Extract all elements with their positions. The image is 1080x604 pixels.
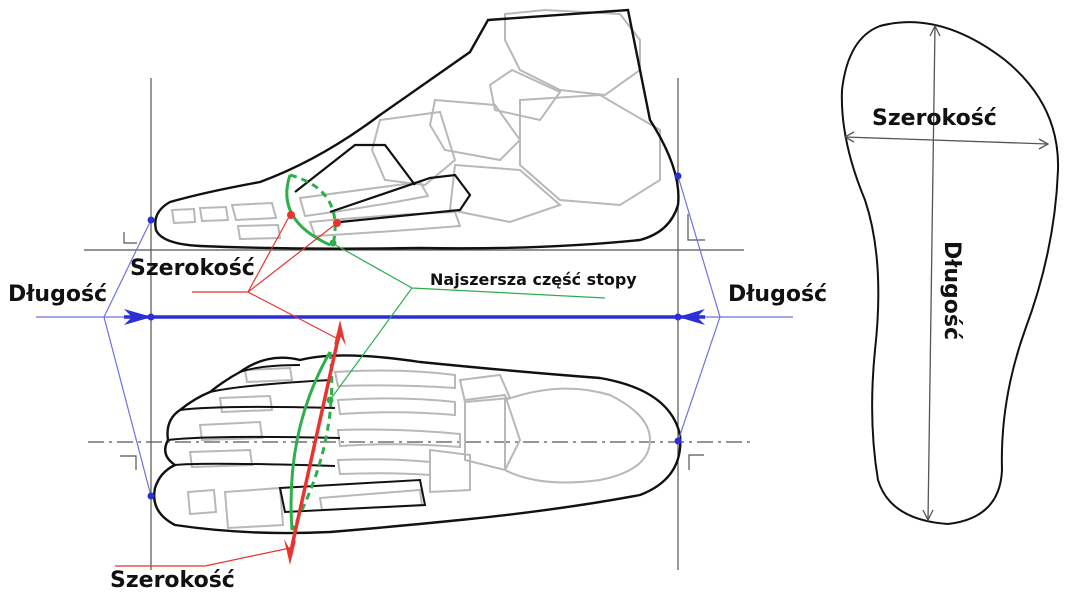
insole-length-line (927, 25, 936, 521)
width-leader-top (192, 214, 341, 341)
length-guide-right (677, 175, 721, 442)
widest-arc-sole (289, 351, 332, 531)
length-point-mid-right (674, 313, 682, 321)
corner-mark-top-right (687, 214, 705, 241)
guide-lines (84, 78, 750, 570)
widest-point-side (329, 239, 337, 247)
length-point-top-left (147, 216, 155, 224)
foot-sole-outline (153, 354, 682, 535)
length-arrowhead-right (678, 309, 705, 325)
width-point-side-2 (333, 219, 341, 227)
insole-length-arrow-top (929, 24, 941, 37)
foot-sole-bones (186, 366, 652, 530)
foot-sole-view (153, 354, 682, 535)
label-insole-length: Długość (939, 240, 965, 341)
width-measure (115, 211, 346, 567)
label-length-right: Długość (728, 282, 828, 307)
foot-side-outline (154, 8, 680, 250)
corner-mark-top-left (123, 232, 137, 244)
foot-side-bones (170, 8, 661, 241)
widest-part-measure (285, 173, 606, 531)
length-arrowhead-left (124, 309, 152, 325)
insole-outline (840, 21, 1060, 526)
insole-length-arrow-bottom (922, 509, 934, 522)
label-widest-part: Najszersza część stopy (430, 270, 637, 289)
length-point-bottom-right (674, 437, 682, 445)
width-arrowhead-top (334, 320, 346, 346)
insole-view (840, 21, 1060, 526)
widest-leader (329, 242, 606, 401)
width-leader-bottom (115, 547, 291, 567)
label-insole-width: Szerokość (872, 106, 997, 131)
corner-mark-bottom-left (120, 455, 137, 470)
label-width-top: Szerokość (130, 256, 255, 281)
width-point-side-1 (287, 211, 295, 219)
widest-arc-sole-dashed (290, 351, 334, 531)
label-length-left: Długość (8, 282, 108, 307)
foot-sole-toes (167, 364, 427, 514)
width-red-line (288, 329, 342, 556)
insole-width-arrow-right (1038, 138, 1050, 150)
foot-side-view (154, 8, 680, 250)
foot-side-toe-divider (294, 143, 472, 224)
widest-point-sole (326, 396, 334, 404)
length-point-top-right (674, 172, 682, 180)
length-point-bottom-left (147, 492, 155, 500)
length-measure (36, 172, 793, 500)
length-guide-left (103, 219, 152, 497)
corner-mark-bottom-right (688, 454, 704, 470)
insole-width-arrow-left (843, 131, 855, 143)
insole-width-line (844, 136, 1049, 145)
length-point-mid-left (147, 313, 155, 321)
width-arrowhead-bottom (284, 539, 296, 565)
label-width-bottom: Szerokość (110, 568, 235, 593)
widest-arc-side (285, 174, 331, 247)
